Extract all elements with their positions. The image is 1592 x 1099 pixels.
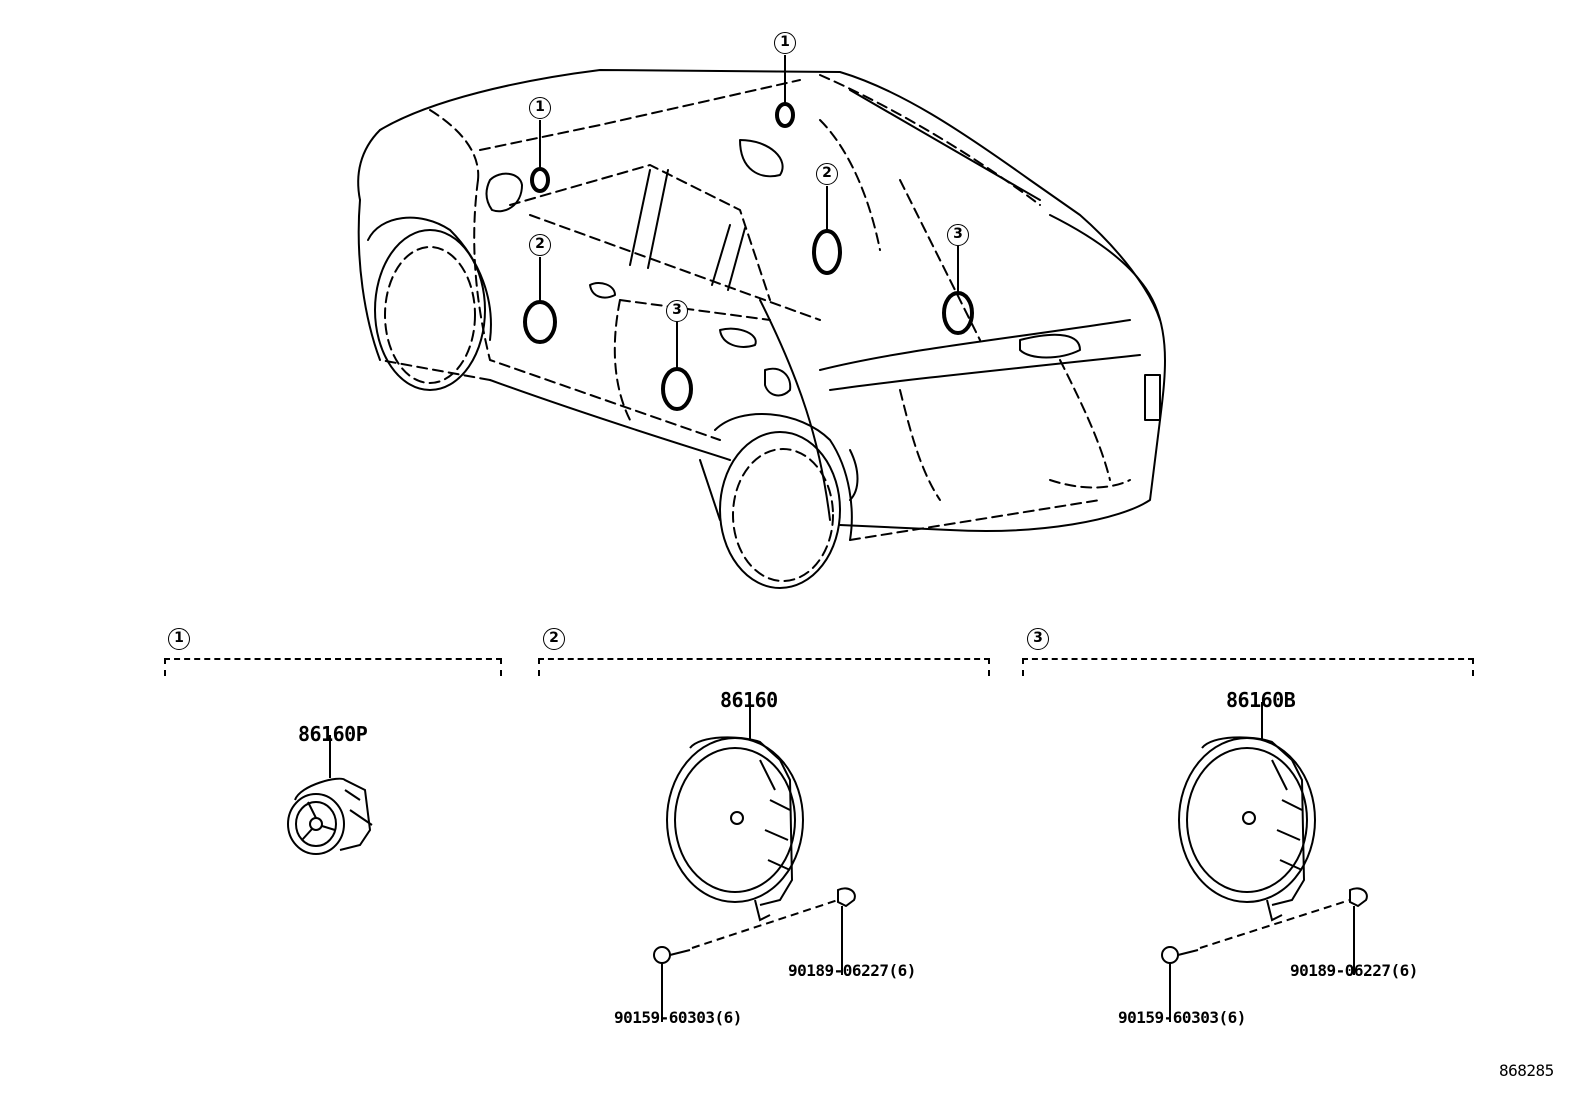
group-bracket-3	[1022, 658, 1474, 676]
group-bracket-1	[164, 658, 502, 676]
group-bracket-2	[538, 658, 990, 676]
front-speaker-location-right	[812, 229, 842, 275]
clip-part-number-group-3[interactable]: 90189-06227(6)	[1290, 961, 1418, 980]
location-callout-1b: 1	[774, 32, 796, 54]
rear-speaker-location-right	[942, 291, 974, 335]
part-number-86160[interactable]: 86160	[720, 688, 778, 712]
speaker-86160B-illustration	[1161, 702, 1368, 1022]
location-callout-3a: 3	[666, 300, 688, 322]
clip-part-number-group-2[interactable]: 90189-06227(6)	[788, 961, 916, 980]
part-number-86160P[interactable]: 86160P	[298, 722, 368, 746]
group-callout-3: 3	[1027, 628, 1049, 650]
screw-part-number-group-3[interactable]: 90159-60303(6)	[1118, 1008, 1246, 1027]
speaker-86160-illustration	[653, 702, 856, 1022]
tweeter-location-front-right	[775, 102, 795, 128]
tweeter-illustration	[287, 735, 373, 855]
tweeter-location-front-left	[530, 167, 550, 193]
location-callout-2b: 2	[816, 163, 838, 185]
location-callout-3b: 3	[947, 224, 969, 246]
group-callout-1: 1	[168, 628, 190, 650]
part-number-86160B[interactable]: 86160B	[1226, 688, 1296, 712]
rear-speaker-location-left	[661, 367, 693, 411]
location-callout-2a: 2	[529, 234, 551, 256]
screw-part-number-group-2[interactable]: 90159-60303(6)	[614, 1008, 742, 1027]
group-callout-2: 2	[543, 628, 565, 650]
diagram-id: 868285	[1499, 1061, 1554, 1080]
front-speaker-location-left	[523, 300, 557, 344]
location-callout-1a: 1	[529, 97, 551, 119]
